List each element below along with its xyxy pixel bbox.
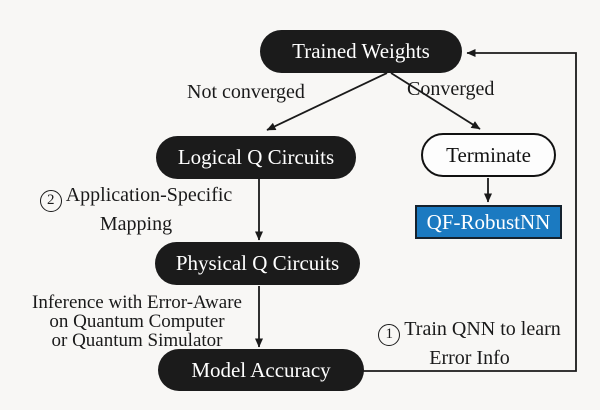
arrow-trained-to-logical bbox=[266, 72, 388, 131]
step1-line1: Train QNN to learn bbox=[404, 318, 561, 340]
step2-circled-number-icon: 2 bbox=[39, 189, 62, 212]
step1-circled-number-icon: 1 bbox=[378, 323, 401, 346]
step1-line2: Error Info bbox=[429, 346, 510, 369]
node-physical-q-circuits: Physical Q Circuits bbox=[155, 242, 360, 285]
step2-line1: Application-Specific bbox=[65, 184, 233, 206]
arrow-feedback-model-to-trained bbox=[362, 49, 577, 372]
label-converged: Converged bbox=[407, 78, 495, 100]
inference-line3: or Quantum Simulator bbox=[51, 330, 223, 351]
node-logical-q-circuits: Logical Q Circuits bbox=[156, 136, 356, 179]
inference-line1: Inference with Error-Aware bbox=[32, 292, 242, 313]
label-inference-error-aware: Inference with Error-Aware on Quantum Co… bbox=[12, 293, 262, 350]
arrow-trained-to-terminate bbox=[390, 72, 481, 130]
node-model-accuracy: Model Accuracy bbox=[158, 349, 364, 391]
node-qf-robustnn: QF-RobustNN bbox=[415, 205, 562, 239]
step2-line2: Mapping bbox=[99, 212, 173, 235]
inference-line2: on Quantum Computer bbox=[49, 311, 225, 332]
node-trained-weights: Trained Weights bbox=[260, 30, 462, 73]
label-not-converged: Not converged bbox=[187, 81, 305, 103]
node-terminate: Terminate bbox=[421, 133, 556, 177]
